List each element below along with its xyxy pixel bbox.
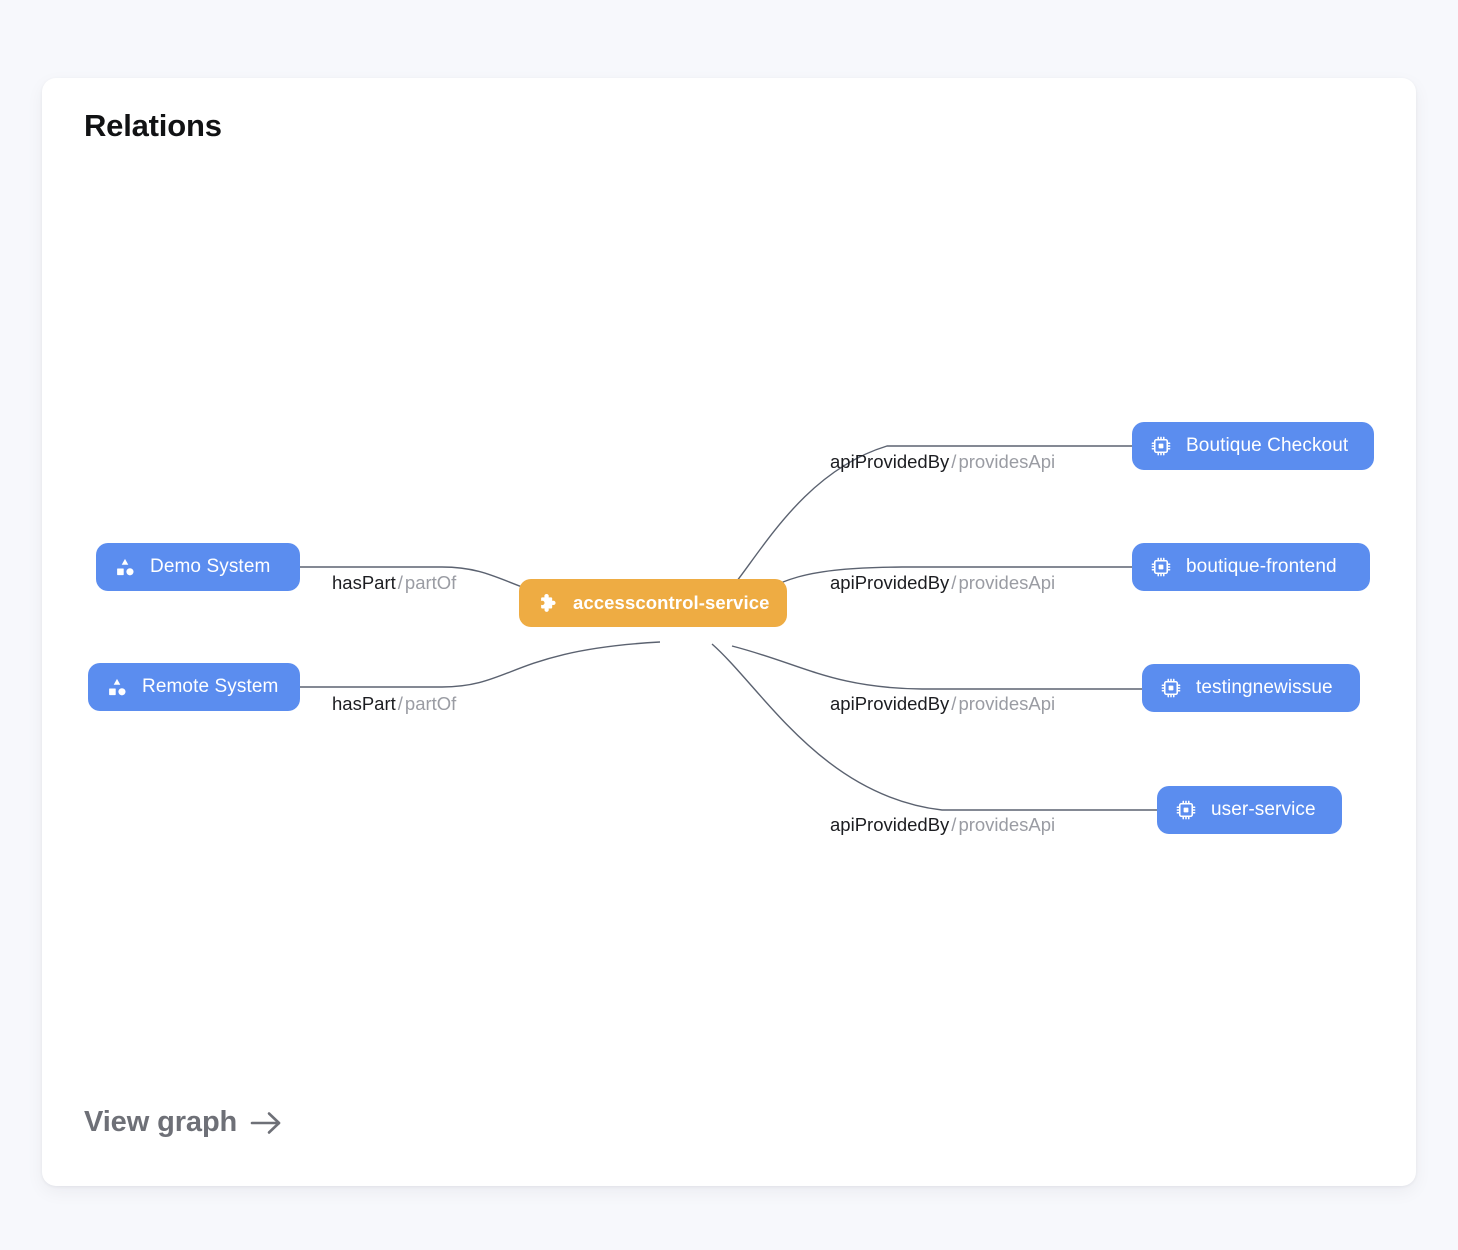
edge-label-reverse: partOf [404, 693, 457, 714]
graph-node-boutique-checkout[interactable]: Boutique Checkout [1132, 422, 1374, 470]
category-shapes-icon [106, 676, 128, 698]
edge-label-forward: apiProvidedBy [830, 814, 950, 835]
edge-label-reverse: providesApi [958, 693, 1056, 714]
graph-node-label: boutique-frontend [1186, 556, 1337, 577]
edge-label-reverse: providesApi [958, 451, 1056, 472]
edge-testingnewissue [731, 645, 1142, 690]
edge-label-boutique-checkout: apiProvidedBy/providesApi [830, 451, 1055, 473]
graph-node-label: Remote System [142, 676, 279, 697]
relations-card: Relations [42, 78, 1416, 1186]
edge-label-separator: / [951, 693, 957, 714]
graph-node-testingnewissue[interactable]: testingnewissue [1142, 664, 1360, 712]
view-graph-link[interactable]: View graph [84, 1106, 283, 1139]
category-shapes-icon [114, 556, 136, 578]
edge-label-separator: / [951, 451, 957, 472]
graph-node-accesscontrol-service[interactable]: accesscontrol-service [519, 579, 788, 627]
relations-graph: accesscontrol-service Demo System [42, 78, 1416, 1108]
puzzle-piece-icon [537, 592, 559, 614]
graph-node-label: testingnewissue [1196, 677, 1333, 698]
edge-label-forward: apiProvidedBy [830, 451, 950, 472]
edge-remote-system [300, 641, 661, 688]
edge-label-testingnewissue: apiProvidedBy/providesApi [830, 693, 1055, 715]
graph-node-remote-system[interactable]: Remote System [88, 663, 300, 711]
graph-node-demo-system[interactable]: Demo System [96, 543, 300, 591]
edge-label-reverse: providesApi [958, 814, 1056, 835]
edge-label-forward: hasPart [332, 693, 396, 714]
edge-label-demo-system: hasPart/partOf [332, 572, 456, 594]
cpu-chip-icon [1175, 799, 1197, 821]
edge-label-remote-system: hasPart/partOf [332, 693, 456, 715]
page-title: Relations [84, 108, 222, 143]
edge-label-separator: / [397, 693, 403, 714]
edge-label-boutique-frontend: apiProvidedBy/providesApi [830, 572, 1055, 594]
edge-label-reverse: partOf [404, 572, 457, 593]
edge-label-reverse: providesApi [958, 572, 1056, 593]
cpu-chip-icon [1150, 556, 1172, 578]
edge-label-user-service: apiProvidedBy/providesApi [830, 814, 1055, 836]
graph-node-label: Demo System [150, 556, 271, 577]
edge-label-separator: / [397, 572, 403, 593]
cpu-chip-icon [1150, 435, 1172, 457]
graph-node-label: accesscontrol-service [573, 592, 770, 613]
edge-user-service [711, 643, 1157, 811]
view-graph-label: View graph [84, 1106, 238, 1138]
edge-label-forward: apiProvidedBy [830, 572, 950, 593]
arrow-right-icon [249, 1108, 283, 1138]
edge-label-forward: hasPart [332, 572, 396, 593]
graph-node-user-service[interactable]: user-service [1157, 786, 1342, 834]
graph-node-boutique-frontend[interactable]: boutique-frontend [1132, 543, 1370, 591]
edge-label-separator: / [951, 572, 957, 593]
graph-node-label: Boutique Checkout [1186, 435, 1349, 456]
edge-label-separator: / [951, 814, 957, 835]
cpu-chip-icon [1160, 677, 1182, 699]
graph-node-label: user-service [1211, 799, 1316, 820]
edge-label-forward: apiProvidedBy [830, 693, 950, 714]
